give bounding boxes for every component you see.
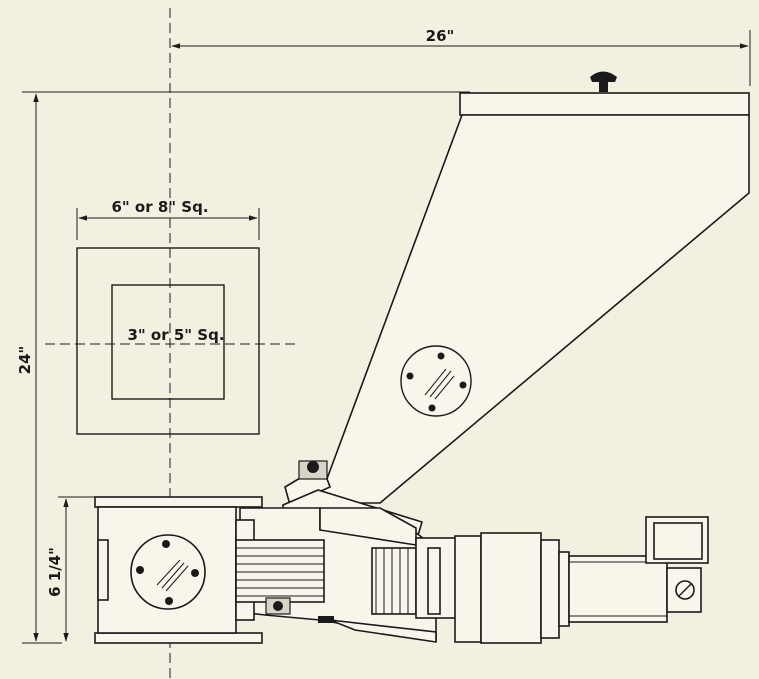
lower-chute (329, 619, 437, 643)
inner-square-label: 3" or 5" Sq. (127, 326, 224, 344)
base-height-dimension: 6 1/4" (46, 496, 100, 642)
base-height-dimension-label: 6 1/4" (46, 547, 64, 597)
sight-glass (400, 345, 472, 417)
outer-square-label: 6" or 8" Sq. (111, 198, 208, 216)
height-dimension-label: 24" (16, 346, 34, 375)
inner-square (111, 284, 225, 400)
width-dimension-label: 26" (426, 27, 455, 45)
base-box (94, 496, 263, 644)
motor-body (568, 555, 668, 623)
width-dimension: 26" (171, 27, 751, 86)
hopper (316, 71, 750, 504)
base-sight-glass (130, 534, 206, 610)
drive-unit (415, 516, 709, 644)
outer-square (76, 247, 260, 435)
auger-tube (235, 539, 417, 623)
flange-square-view: 6" or 8" Sq. 3" or 5" Sq. (45, 198, 298, 435)
height-dimension: 24" (16, 91, 470, 644)
